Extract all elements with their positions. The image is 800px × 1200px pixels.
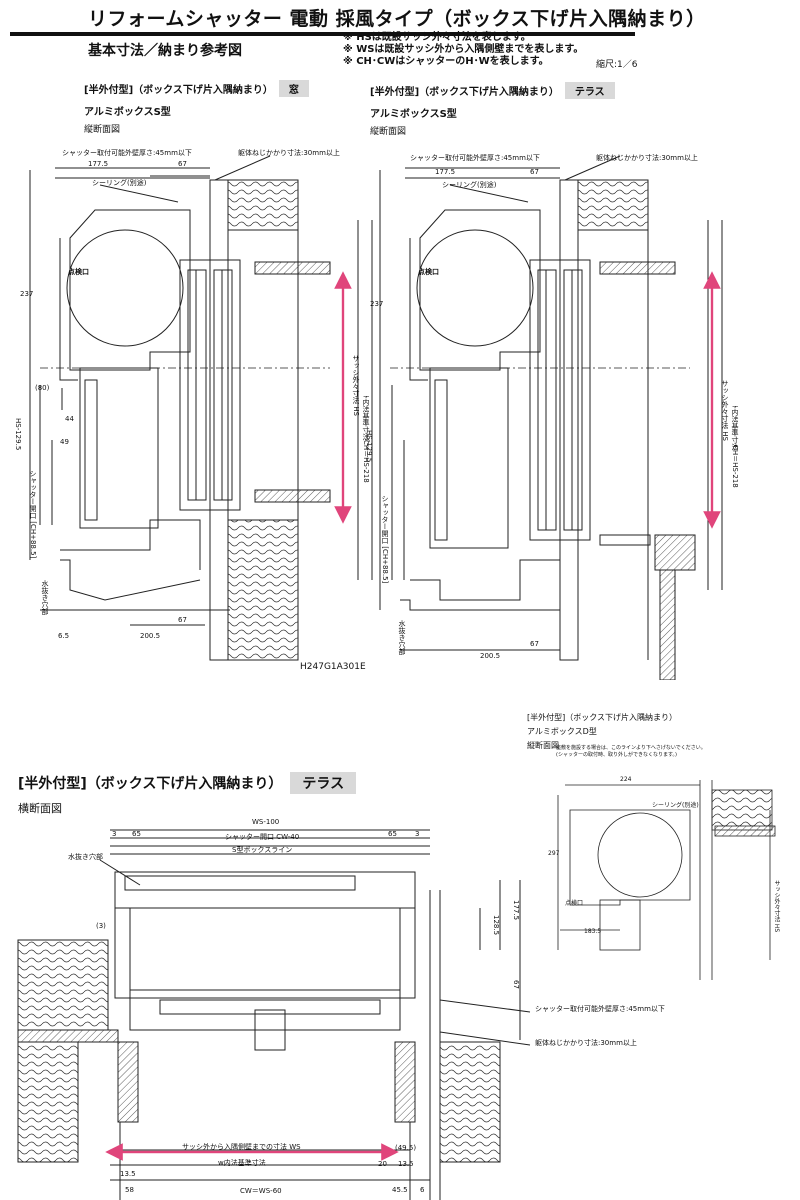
plan-drain-label: 水抜き穴部 <box>68 853 103 861</box>
dim-label: 6 <box>420 1186 425 1194</box>
note-hs: ※ HSは既設サッシ外々寸法を表します。 <box>343 32 531 43</box>
dim-label: 49 <box>60 438 69 446</box>
dim-label: 200.5 <box>480 652 501 660</box>
terrace-hs-formula: HS-129.5 <box>365 430 373 463</box>
plan-cw-formula: CW＝WS-60 <box>240 1187 282 1195</box>
terrace-inner-ref-label: ﾄ内法基準寸法 <box>731 405 739 451</box>
dim-label: 177.5 <box>435 168 456 176</box>
plan-box-line: S型ボックスライン <box>232 846 293 854</box>
note-ws: ※ WSは既設サッシ外から入隅側壁までを表します。 <box>343 44 584 55</box>
window-caption: [半外付型]（ボックス下げ片入隅納まり） <box>84 85 273 96</box>
dim-label: (3) <box>96 922 106 930</box>
dim-label: 297 <box>548 850 560 857</box>
boxd-sealing: シーリング(別途) <box>652 802 699 809</box>
window-product: アルミボックスS型 <box>84 107 171 118</box>
terrace-product: アルミボックスS型 <box>370 109 457 120</box>
window-tag: 窓 <box>278 80 309 97</box>
dim-label: 6.5 <box>58 632 70 640</box>
dim-label: 177.5 <box>512 900 520 921</box>
terrace-caption: [半外付型]（ボックス下げ片入隅納まり） <box>370 87 559 98</box>
window-inner-ref-label: ﾄ内法基準寸法 <box>362 395 370 441</box>
terrace-shutter-wall-label: シャッター取付可能外壁厚さ:45mm以下 <box>410 154 540 162</box>
dim-label: 44 <box>65 415 74 423</box>
dim-label: 3 <box>415 830 420 838</box>
dim-label: 13.5 <box>120 1170 136 1178</box>
window-ch-formula: CH＝HS-218 <box>362 440 370 483</box>
window-frame-screw-label: 躯体ねじかかり寸法:30mm以上 <box>238 149 340 157</box>
window-sealing-label: シーリング(別途) <box>92 179 147 187</box>
dim-label: 65 <box>388 830 397 838</box>
terrace-caption-block: [半外付型]（ボックス下げ片入隅納まり） テラス アルミボックスS型 縦断面図 <box>370 80 615 137</box>
terrace-section <box>379 155 723 680</box>
terrace-sealing-label: シーリング(別途) <box>442 181 497 189</box>
plan-ws-label: サッシ外から入隅側壁までの寸法 WS <box>182 1143 301 1151</box>
dim-label: 67 <box>512 980 520 989</box>
dim-label: 13.5 <box>398 1160 414 1168</box>
page-title: リフォームシャッター 電動 採風タイプ（ボックス下げ片入隅納まり） <box>88 8 706 30</box>
terrace-opening-label: シャッター開口 [CH+88.5] <box>381 495 389 584</box>
window-inspection-label: 点検口 <box>68 268 89 276</box>
boxd-view: 縦断面図 <box>527 741 559 750</box>
window-hs-formula: HS-129.5 <box>14 418 22 451</box>
window-shutter-wall-label: シャッター取付可能外壁厚さ:45mm以下 <box>62 149 192 157</box>
title-underline <box>10 32 635 36</box>
dim-label: 67 <box>530 168 539 176</box>
page-subtitle: 基本寸法／納まり参考図 <box>88 43 242 59</box>
dim-label: 224 <box>620 776 632 783</box>
terrace-sash-outer-label: サッシ外々寸法 HS <box>721 380 729 441</box>
dim-label: 237 <box>20 290 34 298</box>
plan-opening-cw: シャッター開口 CW-40 <box>225 833 300 841</box>
plan-ws100: WS-100 <box>252 818 280 826</box>
plan-frame-screw-label: 躯体ねじかかり寸法:30mm以上 <box>535 1039 637 1047</box>
dim-label: 183.5 <box>584 928 602 935</box>
terrace-inspection-label: 点検口 <box>418 268 439 276</box>
scale-label: 縮尺:1／6 <box>596 60 638 70</box>
window-section <box>29 155 373 661</box>
terrace-view: 縦断面図 <box>370 127 407 137</box>
dim-label: 67 <box>178 160 187 168</box>
boxd-note: 座敷を施設する場合は、このラインより下へさげないでください。(シャッターの取付時… <box>556 745 706 758</box>
dim-label: 20 <box>378 1160 387 1168</box>
plan-caption: [半外付型]（ボックス下げ片入隅納まり） <box>18 776 283 792</box>
boxd-inspection: 点検口 <box>565 900 584 907</box>
dim-label: 45.5 <box>392 1186 408 1194</box>
boxd-caption-block: [半外付型]（ボックス下げ片入隅納まり） アルミボックスD型 縦断面図 <box>527 712 677 751</box>
window-drain-label: 水抜き穴部 <box>41 580 49 615</box>
vertical-section-diagrams <box>29 155 723 680</box>
plan-and-boxd-diagrams <box>17 780 776 1200</box>
boxd-product: アルミボックスD型 <box>527 727 597 736</box>
terrace-frame-screw-label: 躯体ねじかかり寸法:30mm以上 <box>596 154 698 162</box>
dim-label: 65 <box>132 830 141 838</box>
dim-label: 177.5 <box>88 160 109 168</box>
plan-shutter-wall-label: シャッター取付可能外壁厚さ:45mm以下 <box>535 1005 665 1013</box>
dim-label: (49.5) <box>395 1144 417 1152</box>
note-ch-cw: ※ CH･CWはシャッターのH･Wを表します。 <box>343 56 549 67</box>
terrace-ch-formula: CH＝HS-218 <box>731 445 739 488</box>
dim-label: 237 <box>370 300 384 308</box>
notes: ※ HSは既設サッシ外々寸法を表します。 ※ WSは既設サッシ外から入隅側壁まで… <box>343 32 583 68</box>
boxd-caption: [半外付型]（ボックス下げ片入隅納まり） <box>527 713 678 722</box>
plan-caption-block: [半外付型]（ボックス下げ片入隅納まり） テラス 横断面図 <box>18 772 357 816</box>
dim-label: 200.5 <box>140 632 161 640</box>
plan-view: 横断面図 <box>18 802 62 815</box>
dim-label: (80) <box>35 384 50 392</box>
dim-label: 67 <box>530 640 539 648</box>
terrace-tag: テラス <box>564 82 615 99</box>
window-opening-label: シャッター開口 [CH+88.5] <box>29 470 37 559</box>
plan-w-inner: w内法基準寸法 <box>218 1159 266 1167</box>
plan-tag: テラス <box>290 772 357 794</box>
window-sash-outer-label: サッシ外々寸法 HS <box>352 355 360 416</box>
dim-label: 128.5 <box>492 915 500 936</box>
boxd-sash: サッシ外々寸法 HS <box>773 880 780 933</box>
drawing-code: H247G1A301E <box>300 662 366 672</box>
window-view: 縦断面図 <box>84 125 121 135</box>
terrace-drain-label: 水抜き穴部 <box>398 620 406 655</box>
boxd-section <box>557 780 776 980</box>
dim-label: 58 <box>125 1186 134 1194</box>
dim-label: 3 <box>112 830 117 838</box>
dim-label: 67 <box>178 616 187 624</box>
plan-section <box>17 829 531 1200</box>
window-caption-block: [半外付型]（ボックス下げ片入隅納まり） 窓 アルミボックスS型 縦断面図 <box>84 78 309 135</box>
